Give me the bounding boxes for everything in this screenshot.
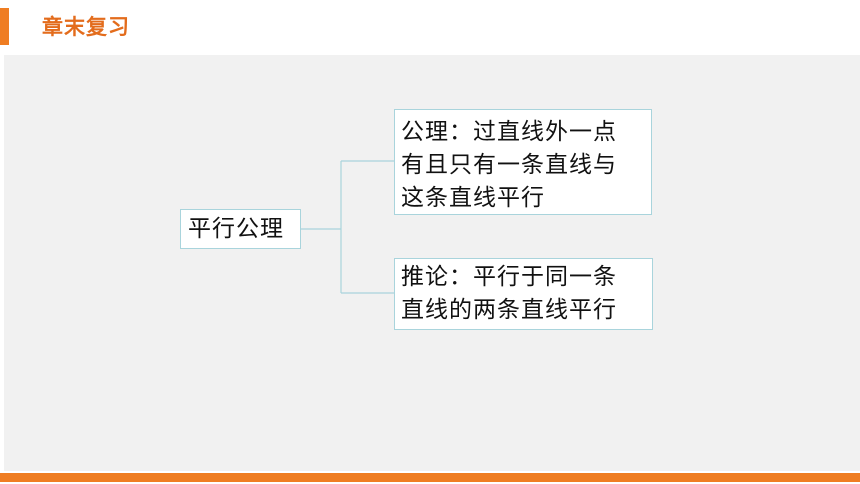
root-node-label: 平行公理 [188, 216, 284, 242]
corollary-line-1: 推论：平行于同一条 [401, 264, 617, 290]
footer-accent-bar [0, 473, 860, 482]
corollary-node: 推论：平行于同一条 直线的两条直线平行 [394, 258, 653, 330]
axiom-line-1: 公理：过直线外一点 [401, 119, 617, 145]
slide-header: 章末复习 [0, 0, 860, 54]
axiom-line-2: 有且只有一条直线与 [401, 152, 617, 178]
axiom-node: 公理：过直线外一点 有且只有一条直线与 这条直线平行 [394, 109, 652, 215]
axiom-line-3: 这条直线平行 [401, 185, 545, 211]
corollary-line-2: 直线的两条直线平行 [401, 297, 617, 323]
root-node: 平行公理 [180, 209, 301, 249]
slide-title: 章末复习 [42, 15, 130, 39]
header-accent-bar [0, 8, 9, 45]
